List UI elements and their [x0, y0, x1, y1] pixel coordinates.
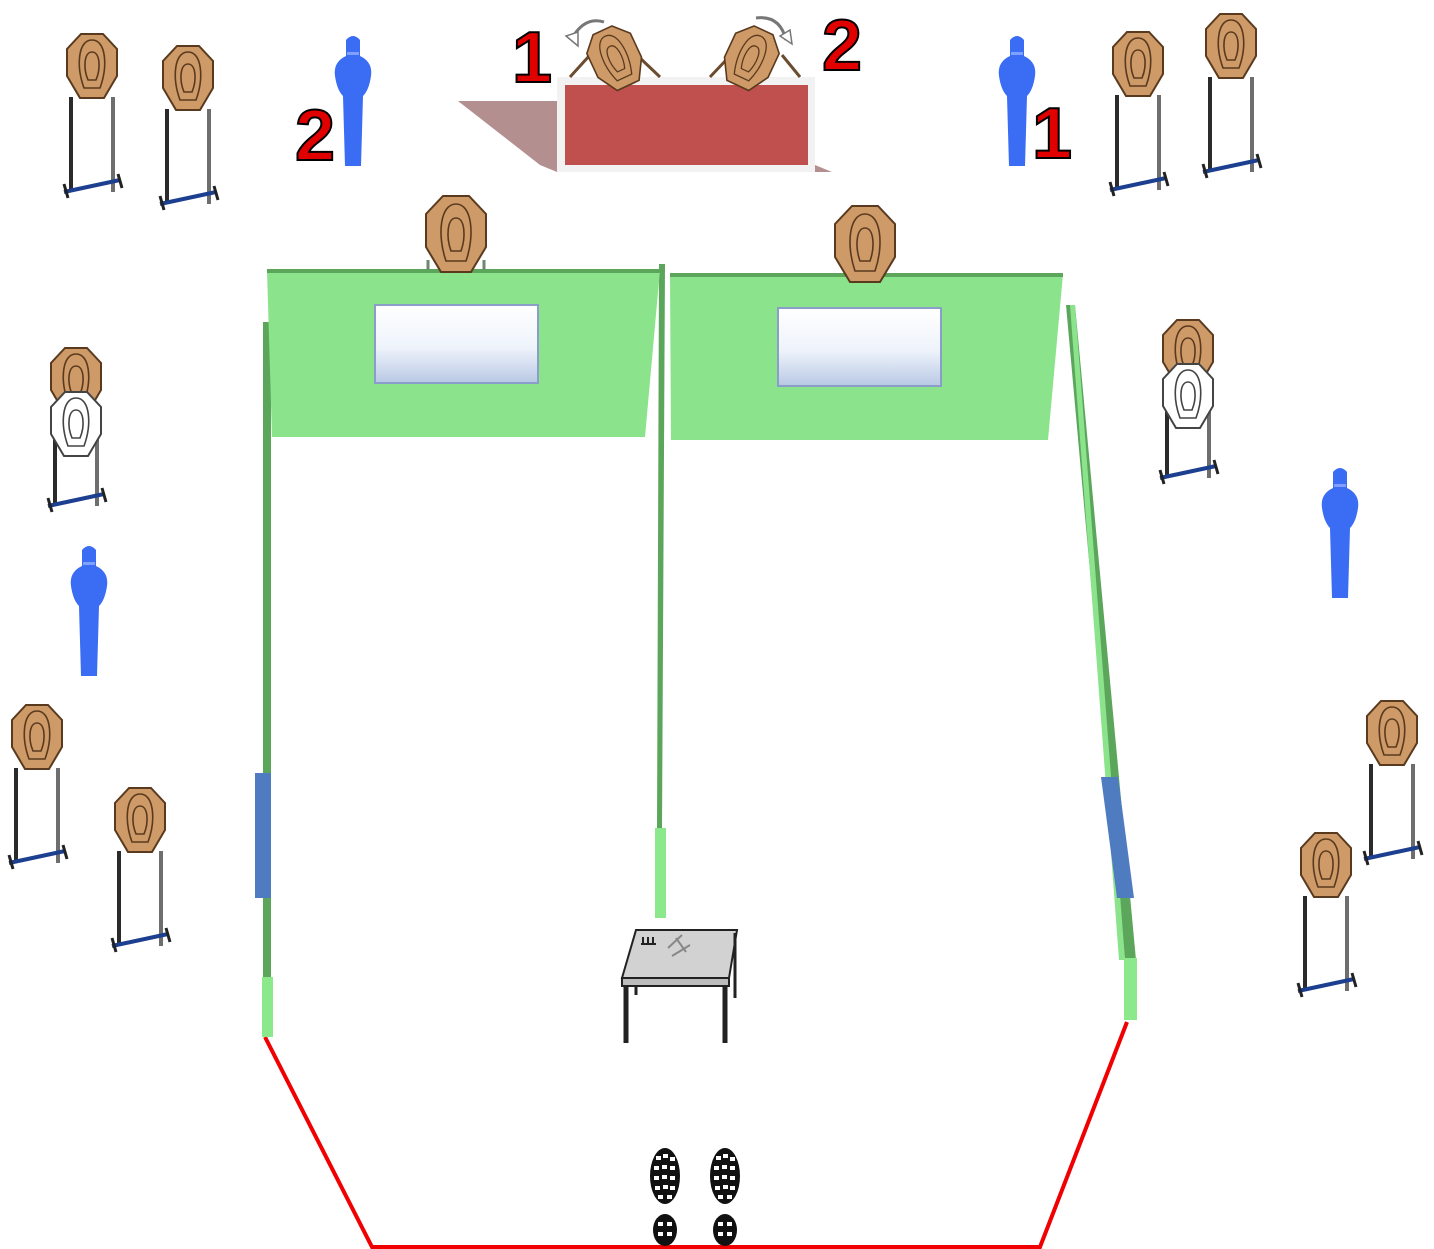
- swinger-label-right: 2: [821, 6, 863, 86]
- paper-target-icon: [7, 703, 69, 871]
- paper-target-icon: [1108, 30, 1170, 198]
- steel-popper-icon: [1321, 468, 1359, 598]
- center-wall: [655, 264, 666, 918]
- paper-target-icon: [62, 32, 124, 200]
- swinger-target-2: [708, 16, 802, 97]
- swinger-target-1: [564, 19, 662, 97]
- top-barricade: [458, 77, 832, 172]
- fault-line: [263, 1021, 1129, 1249]
- left-barrier-panel: [267, 269, 660, 437]
- steel-popper-icon: [70, 546, 108, 676]
- right-wall: [1066, 305, 1137, 1020]
- right-barrier-panel: [670, 273, 1063, 440]
- popper-label-right: 1: [1031, 94, 1073, 174]
- swinger-label-left: 1: [511, 18, 553, 98]
- paper-target-icon: [1296, 831, 1358, 999]
- steel-popper-icon: [998, 36, 1036, 166]
- table-icon: [620, 929, 739, 1043]
- right-wall-window: [1101, 777, 1134, 898]
- left-window: [374, 304, 539, 384]
- no-shoot-target-icon: [46, 346, 108, 514]
- left-wall: [255, 322, 273, 1037]
- paper-target-icon: [425, 195, 487, 273]
- paper-target-icon: [1201, 12, 1263, 180]
- paper-target-icon: [158, 44, 220, 212]
- footprints-icon: [650, 1148, 740, 1246]
- right-window: [777, 307, 942, 387]
- paper-target-icon: [1362, 699, 1424, 867]
- left-wall-window: [255, 773, 271, 898]
- popper-label-left: 2: [294, 96, 336, 176]
- paper-target-icon: [834, 205, 896, 283]
- steel-popper-icon: [334, 36, 372, 166]
- no-shoot-target-icon: [1158, 318, 1220, 486]
- paper-target-icon: [110, 786, 172, 954]
